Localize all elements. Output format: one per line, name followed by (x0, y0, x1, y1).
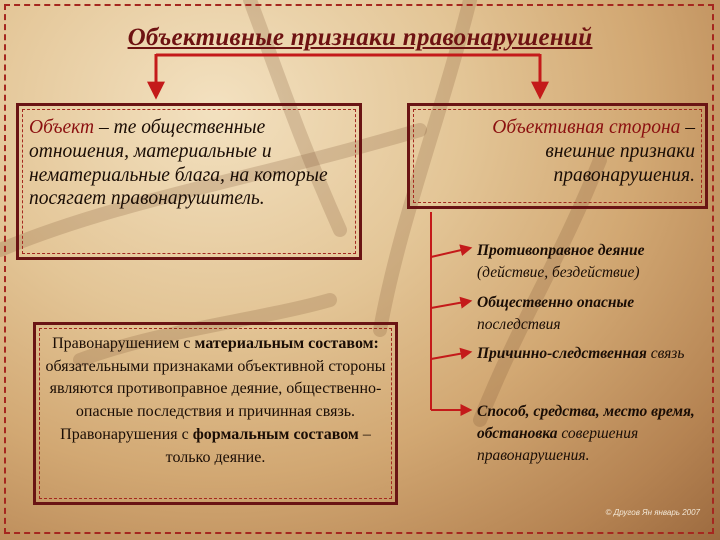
feature-2-bold: Общественно опасные (477, 294, 635, 311)
feature-item-2: Общественно опасные последствия (477, 292, 709, 336)
feature-1-bold: Противоправное деяние (477, 242, 645, 259)
slide-title: Объективные признаки правонарушений (127, 24, 593, 51)
object-text: – те общественные отношения, материальны… (29, 117, 328, 210)
object-definition-box: Объект – те общественные отношения, мате… (16, 103, 362, 260)
material-text-1: Правонарушением с (52, 335, 195, 352)
feature-4-rest: совершения правонарушения. (477, 425, 639, 465)
objective-side-text: – внешние признаки правонарушения. (545, 117, 695, 187)
objective-side-definition-box: Объективная сторона – внешние признаки п… (407, 103, 708, 209)
feature-item-4: Способ, средства, место время, обстановк… (477, 401, 709, 467)
feature-1-rest: (действие, бездействие) (477, 264, 640, 282)
slide-frame (4, 4, 714, 534)
feature-item-1: Противоправное деяние (действие, бездейс… (477, 240, 709, 284)
material-text-2: материальным составом: (194, 335, 379, 352)
material-composition-box: Правонарушением с материальным составом:… (33, 322, 398, 505)
feature-item-3: Причинно-следственная связь (477, 343, 709, 365)
objective-side-term: Объективная сторона (492, 117, 681, 138)
material-text-4: формальным составом (192, 425, 359, 443)
feature-2-rest: последствия (477, 316, 561, 334)
feature-4-bold: Способ, средства, место время, обстановк… (477, 403, 695, 443)
object-term: Объект (29, 117, 95, 138)
feature-3-bold: Причинно-следственная (477, 345, 647, 362)
feature-3-rest: связь (646, 345, 685, 362)
copyright-text: © Другов Ян январь 2007 (605, 508, 700, 517)
material-text-3: обязательными признаками объективной сто… (45, 357, 386, 443)
material-text-5: – только деяние. (165, 425, 371, 466)
